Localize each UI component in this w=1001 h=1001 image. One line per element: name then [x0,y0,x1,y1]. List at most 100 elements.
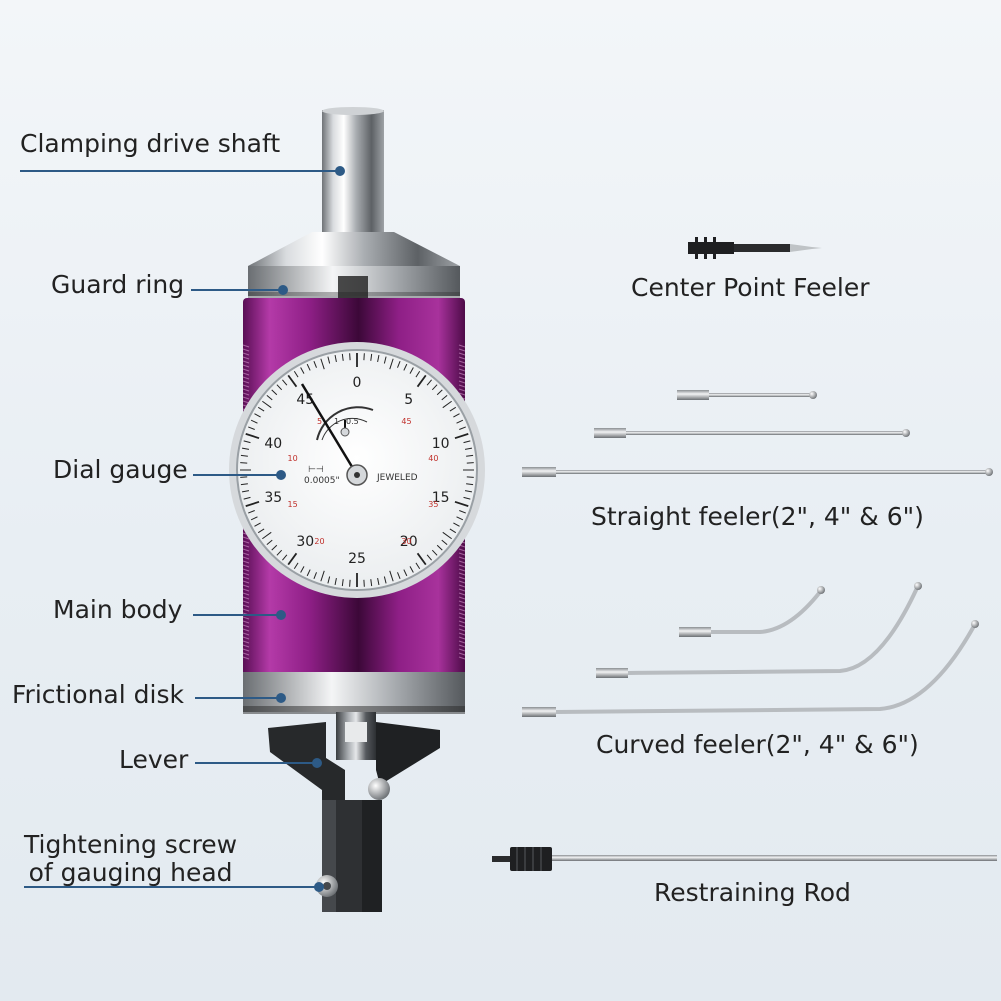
leader-lever [195,758,322,768]
dial-tick [449,406,457,412]
dial-inner-number: 35 [428,500,438,509]
label-tightening-screw: Tightening screw of gauging head [24,831,237,886]
curved-feeler-2in [679,586,825,637]
leader-guard-ring [191,285,288,295]
label-frictional-disk: Frictional disk [12,680,184,709]
dial-tick [282,379,288,386]
dial-tick [409,566,414,573]
dial-outer-number: 20 [400,534,418,550]
dial-tick [383,356,387,364]
dial-tick [241,490,250,493]
dial-tick [463,440,471,444]
dial-tick [441,539,448,545]
dial-inner-number: 45 [401,417,411,426]
dial-tick [459,426,466,430]
dial-tick [464,490,473,493]
dial-inner-number: 15 [288,500,298,509]
svg-text:⊢⊣: ⊢⊣ [308,465,324,475]
dial-tick [454,500,469,508]
dial-tick [240,454,248,457]
dial-outer-number: 5 [404,392,413,408]
label-lever: Lever [119,745,189,774]
label-guard-ring: Guard ring [51,270,185,299]
label-dial-gauge: Dial gauge [53,455,188,484]
dial-brand: JEWELED [376,473,418,483]
leader-dial-gauge [193,470,286,480]
dial-tick [453,413,460,418]
dial-tick [293,562,299,570]
lever-pivot-screw [368,778,390,800]
dial-tick [442,400,452,409]
dial-tick [250,516,258,521]
dial-tick [383,576,387,584]
dial-outer-number: 30 [296,534,314,550]
dial-tick [403,569,408,577]
dial-resolution: 0.0005" [304,476,340,486]
dial-tick [389,358,394,370]
dial-tick [377,354,380,363]
dial-tick [415,370,421,378]
dial-tick [456,516,464,521]
dial-tick [327,356,331,364]
subdial-number-1: 1 [334,417,339,426]
dial-tick [241,447,250,450]
dial-tick [240,483,248,486]
dial-tick [306,363,311,371]
straight-feeler-6in [522,467,993,477]
dial-tick [293,370,299,378]
straight-feeler-4in [594,428,910,438]
dial-tick [257,406,265,412]
dial-tick [370,579,373,587]
dial-tick [341,353,344,361]
dial-tick [287,374,298,388]
dial-tick [300,367,305,374]
label-tightening-screw-line1: Tightening screw [24,830,238,859]
straight-feeler-2in [677,390,817,400]
dial-needle [300,383,359,476]
dial-inner-number: 40 [428,454,438,463]
dial-tick [436,544,443,551]
dial-outer-number: 35 [264,490,282,506]
label-center-point-feeler: Center Point Feeler [631,273,870,302]
dial-tick [276,549,283,556]
dial-tick [441,395,448,401]
dial-tick [397,572,401,579]
leader-frictional-disk [195,693,286,703]
label-tightening-screw-line2: of gauging head [28,857,233,887]
dial-tick [463,496,471,500]
dial-tick [282,554,288,561]
dial-tick [320,570,325,582]
leader-tightening-screw [24,882,324,892]
dial-tick [320,358,325,370]
dial-tick [416,552,427,566]
dial-tick [416,374,427,388]
dial-tick [397,361,401,368]
dial-tick [341,579,344,587]
dial-tick [313,572,317,579]
dial-tick [334,354,337,363]
dial-tick [456,419,464,424]
center-point-feeler [688,237,822,259]
dial-tick [389,570,394,582]
dial-tick [431,384,438,391]
dial-outer-number: 40 [264,436,282,452]
label-restraining-rod: Restraining Rod [654,878,851,907]
dial-tick [300,566,305,573]
dial-tick [262,531,272,540]
dial-tick [459,510,466,514]
dial-outer-number: 0 [353,375,362,391]
dial-outer-number: 15 [432,490,450,506]
leader-clamping-drive-shaft [20,166,345,176]
dial-tick [466,454,474,457]
dial-tick [262,400,272,409]
curved-feeler-6in [522,620,979,717]
dial-tick [245,500,260,508]
dial-tick [313,361,317,368]
frictional-disk [243,672,465,712]
dial-inner-number: 10 [288,454,298,463]
dial-tick [243,496,251,500]
dial-tick [243,440,251,444]
